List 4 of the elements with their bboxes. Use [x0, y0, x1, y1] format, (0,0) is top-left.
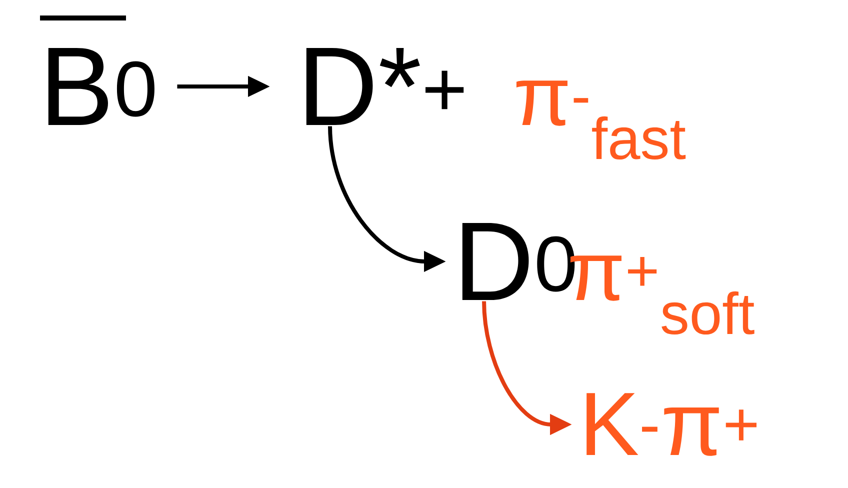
particle-label: π$^{-}$fast	[516, 80, 686, 160]
particle-label: B$^{0}$	[40, 16, 154, 125]
particle-label: K$^{-}$π$^{+}$	[586, 393, 756, 456]
particle-label: D*$^{+}$	[306, 48, 464, 125]
